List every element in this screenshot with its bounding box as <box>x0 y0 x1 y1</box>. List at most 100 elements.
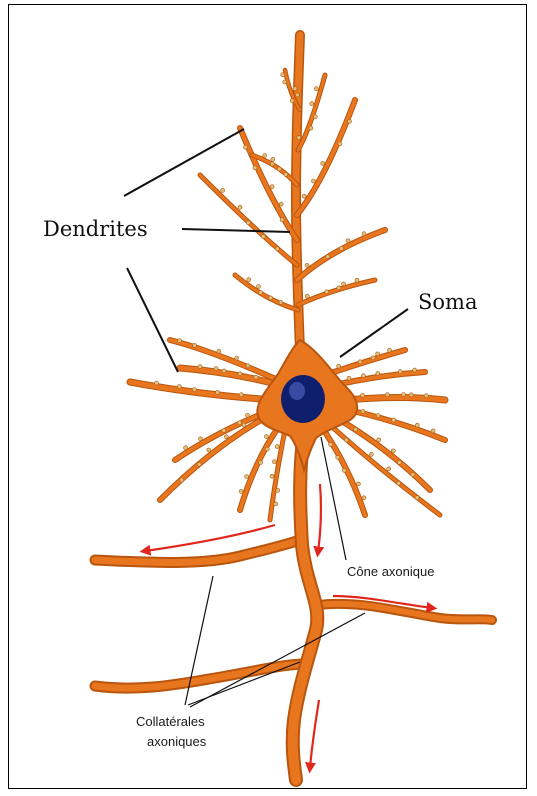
arrow-axon-upper <box>318 484 321 552</box>
dendritic-spine <box>239 393 243 397</box>
dendritic-spine <box>254 375 258 379</box>
dendrites-leader-middle <box>182 229 290 232</box>
dendritic-spine <box>238 372 242 376</box>
dendritic-spine <box>305 263 309 267</box>
dendritic-spine <box>413 368 417 372</box>
dendrite-branch <box>235 275 298 310</box>
dendritic-spine <box>253 166 257 170</box>
dendritic-spine <box>411 473 415 477</box>
dendrites-leader-lower <box>127 268 178 372</box>
dendritic-spine <box>397 460 401 464</box>
dendrite-branches <box>130 70 445 520</box>
dendritic-spine <box>338 142 342 146</box>
dendritic-spine <box>180 478 184 482</box>
dendritic-spine <box>342 468 346 472</box>
collaterales-leader-3 <box>190 613 365 707</box>
label-collaterales-line2: axoniques <box>147 732 206 752</box>
dendritic-spine <box>270 185 274 189</box>
dendritic-spine <box>391 449 395 453</box>
dendritic-spine <box>339 247 343 251</box>
dendritic-spine <box>424 394 428 398</box>
dendritic-spine <box>347 376 351 380</box>
dendritic-spine <box>361 374 365 378</box>
dendritic-spine <box>329 443 333 447</box>
dendritic-spine <box>270 162 274 166</box>
dendritic-spine <box>275 445 279 449</box>
dendritic-spine <box>344 438 348 442</box>
dendrite-branch-fill <box>130 382 275 400</box>
dendritic-spine <box>337 286 341 290</box>
dendritic-spine <box>244 145 248 149</box>
dendritic-spine <box>314 87 318 91</box>
dendritic-spine <box>280 218 284 222</box>
dendritic-spine <box>326 255 330 259</box>
dendritic-spine <box>392 418 396 422</box>
dendritic-spine <box>336 455 340 459</box>
dendritic-spine <box>354 427 358 431</box>
dendritic-spine <box>207 448 211 452</box>
dendritic-spine <box>269 296 273 300</box>
dendritic-spine <box>264 435 268 439</box>
label-soma: Soma <box>418 290 477 314</box>
dendritic-spine <box>246 413 250 417</box>
dendritic-spine <box>197 462 201 466</box>
dendritic-spine <box>281 73 285 77</box>
dendritic-spine <box>311 179 315 183</box>
dendritic-spine <box>216 390 220 394</box>
dendritic-spine <box>199 437 203 441</box>
dendritic-spine <box>271 157 275 161</box>
dendritic-spine <box>259 461 263 465</box>
dendritic-spine <box>342 282 346 286</box>
arrow-axon-lower <box>310 700 319 768</box>
dendritic-spine <box>221 188 225 192</box>
dendritic-spine <box>369 452 373 456</box>
dendritic-spine <box>178 339 182 343</box>
dendritic-spine <box>371 356 375 360</box>
dendritic-spine <box>387 467 391 471</box>
dendritic-spine <box>361 409 365 413</box>
dendritic-spine <box>409 393 413 397</box>
dendritic-spine <box>376 352 380 356</box>
dendritic-spine <box>247 278 251 282</box>
dendritic-spine <box>279 202 283 206</box>
dendritic-spine <box>265 447 269 451</box>
dendritic-spine <box>214 367 218 371</box>
dendritic-spine <box>398 370 402 374</box>
dendritic-spine <box>376 414 380 418</box>
dendritic-spine <box>235 356 239 360</box>
dendritic-spine <box>192 388 196 392</box>
dendritic-spine <box>276 488 280 492</box>
dendritic-spine <box>198 365 202 369</box>
dendritic-spine <box>376 372 380 376</box>
dendrite-branch-fill <box>345 398 445 401</box>
dendritic-spine <box>246 221 250 225</box>
label-dendrites: Dendrites <box>43 217 148 241</box>
dendritic-spine <box>337 364 341 368</box>
dendritic-spine <box>309 126 313 130</box>
dendritic-spine <box>245 475 249 479</box>
dendritic-spine <box>356 482 360 486</box>
dendritic-spine <box>239 489 243 493</box>
label-collaterales-line1: Collatérales <box>136 712 205 732</box>
dendritic-spine <box>222 429 226 433</box>
dendritic-spine <box>362 496 366 500</box>
dendrite-branch-fill <box>175 410 272 460</box>
dendritic-spine <box>238 421 242 425</box>
dendritic-spine <box>431 429 435 433</box>
dendritic-spine <box>155 381 159 385</box>
dendritic-spine <box>313 115 317 119</box>
soma-body <box>257 340 357 470</box>
dendritic-spine <box>325 290 329 294</box>
dendritic-spine <box>270 474 274 478</box>
dendritic-spine <box>377 438 381 442</box>
dendritic-spine <box>284 172 288 176</box>
dendritic-spine <box>261 235 265 239</box>
dendritic-spine <box>310 102 314 106</box>
dendritic-spine <box>358 360 362 364</box>
dendritic-spine <box>177 385 181 389</box>
dendritic-spine <box>415 496 419 500</box>
dendritic-spine <box>346 239 350 243</box>
dendritic-spine <box>257 285 261 289</box>
